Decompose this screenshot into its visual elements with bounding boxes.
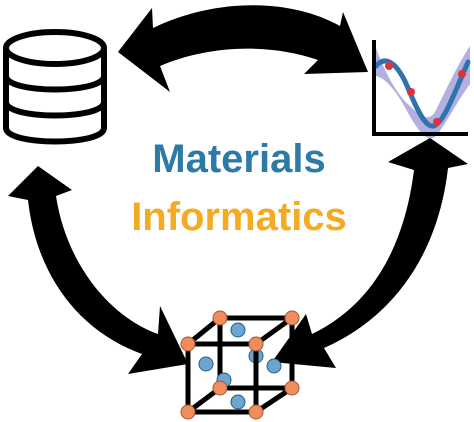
title-line-1: Materials: [152, 137, 325, 181]
title-line-2: Informatics: [131, 195, 347, 239]
cycle-arrows: [8, 5, 468, 374]
crystal-lattice-icon: [180, 310, 300, 420]
arrow-database-plot: [118, 5, 368, 93]
corner-atoms: [180, 310, 300, 420]
observation-points: [385, 62, 466, 126]
plot-axes: [372, 40, 468, 136]
inner-atoms: [198, 322, 282, 410]
arrow-plot-crystal: [272, 138, 468, 368]
arrow-database-crystal: [8, 166, 188, 374]
gaussian-process-plot-icon: [372, 40, 471, 139]
mean-curve: [373, 58, 471, 129]
database-icon: [3, 29, 107, 145]
